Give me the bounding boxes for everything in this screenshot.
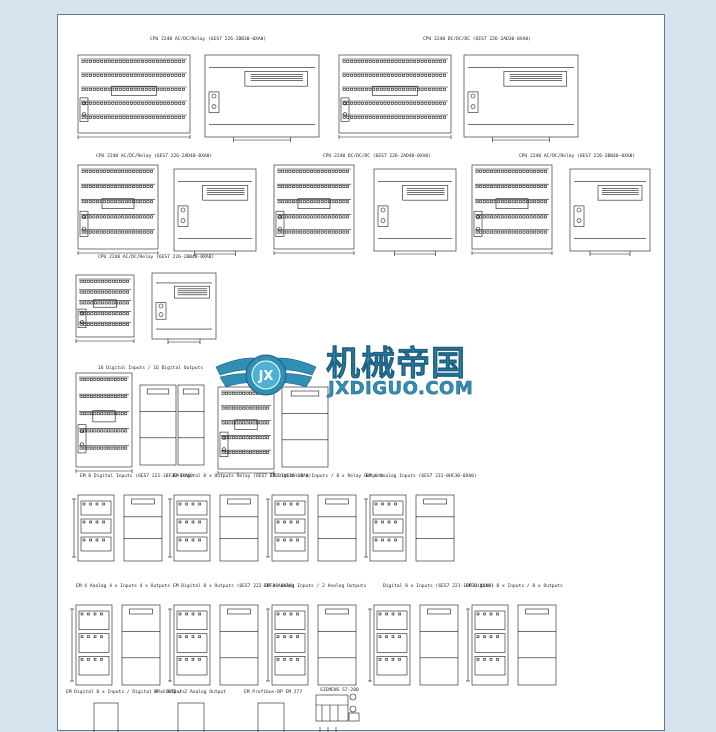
- module-drawings: [70, 54, 651, 732]
- cpu-side-view: [151, 272, 217, 344]
- module-caption: Digital 8 x Inputs (6ES7 221-1BF30-0XA0): [383, 583, 494, 589]
- cpu-side-view: [569, 168, 651, 256]
- em-side-view: [219, 604, 259, 686]
- cpu-side-view: [204, 54, 320, 142]
- cpu-front-view: [471, 164, 553, 255]
- em-side-view: [415, 494, 455, 562]
- em-front-view: [266, 604, 309, 686]
- module-caption: EM 8 Digital Inputs (6ES7 221-1BF30-0XA0…: [80, 473, 193, 479]
- em-front-view: [72, 494, 115, 562]
- module-caption: EM Digital 8 x Outputs (6ES7 222-1BF30-0…: [173, 583, 295, 589]
- em-side-view: [123, 494, 163, 562]
- cad-drawing: CPU 2240 AC/DC/Relay (6ES7 226-2BB30-0XA…: [66, 36, 651, 732]
- module-caption: CPU 2240 AC/DC/Relay (6ES7 226-2AD40-0XA…: [96, 153, 212, 159]
- module-caption: EM 4 Analog Inputs (6ES7 231-0HC30-0XA0): [366, 473, 477, 479]
- module-caption: EM 4 RTD / 2 Analog Output: [154, 689, 226, 695]
- module-caption: CPU 2240 AC/DC/Relay (6ES7 226-2BB30-0XA…: [150, 36, 266, 42]
- cpu-side-view: [373, 168, 457, 256]
- em-side-view: [281, 386, 329, 468]
- module-caption: CPU 2240 DC/DC/DC (6ES7 226-2AD30-0XA0): [423, 36, 531, 42]
- em-front-view: [70, 604, 113, 686]
- em-front-view: [168, 494, 211, 562]
- em-side-view: [219, 494, 259, 562]
- em-side-view: [139, 384, 177, 466]
- module-caption: CPU 2240 AC/DC/Relay (6ES7 226-2BB40-0XA…: [98, 254, 214, 260]
- module-caption: EM Digital 8 x Inputs / 8 x Outputs: [466, 583, 563, 589]
- cpu-front-view: [273, 164, 355, 255]
- module-caption: EM 4 Analog Inputs / 2 Analog Outputs: [264, 583, 367, 589]
- em-side-view: [317, 494, 357, 562]
- cpu-front-view: [75, 274, 135, 343]
- em-front-view: [364, 494, 407, 562]
- cpu-side-view: [463, 54, 579, 142]
- cpu-front-view: [77, 54, 191, 139]
- cpu-side-view: [173, 168, 257, 256]
- cpu-front-view: [77, 164, 159, 255]
- module-caption: EM Digital 8 x Inputs / Digital 8 x Outp…: [66, 689, 185, 695]
- em-front-view: [466, 604, 509, 686]
- module-caption: CPU 2240 DC/DC/DC (6ES7 226-2AD40-0XA0): [323, 153, 431, 159]
- module-caption: SIEMENS S7-200: [320, 687, 359, 693]
- module-caption: EM Profibus-DP EM 277: [244, 689, 302, 695]
- em-front-view: [368, 604, 411, 686]
- em-side-view: [419, 604, 459, 686]
- cpu-front-view: [338, 54, 452, 139]
- em-front-view: [266, 494, 309, 562]
- em-side-view: [121, 604, 161, 686]
- module-caption: EM Digital 8 x Outputs Relay (6ES7 222-1…: [173, 473, 311, 479]
- caption-group: CPU 2240 AC/DC/Relay (6ES7 226-2BB30-0XA…: [66, 36, 635, 695]
- em-side-view: [317, 604, 357, 686]
- module-caption: CPU 2240 AC/DC/Relay (6ES7 226-2BB40-0XA…: [519, 153, 635, 159]
- em-side-view: [517, 604, 557, 686]
- drawing-sheet: CPU 2240 AC/DC/Relay (6ES7 226-2BB30-0XA…: [57, 14, 665, 732]
- em-side-view: [177, 384, 205, 466]
- em-front-view: [168, 604, 211, 686]
- module-caption: EM Digital 8 x Inputs / 8 x Relay Output…: [270, 473, 384, 479]
- symbol-legend: [315, 693, 360, 732]
- module-caption: 16 Digital Inputs / 16 Digital Outputs: [98, 365, 203, 371]
- em-front-view: [75, 372, 133, 473]
- module-caption: EM 4 Analog 4 x Inputs 4 x Outputs: [76, 583, 170, 589]
- em-front-view: [217, 386, 275, 475]
